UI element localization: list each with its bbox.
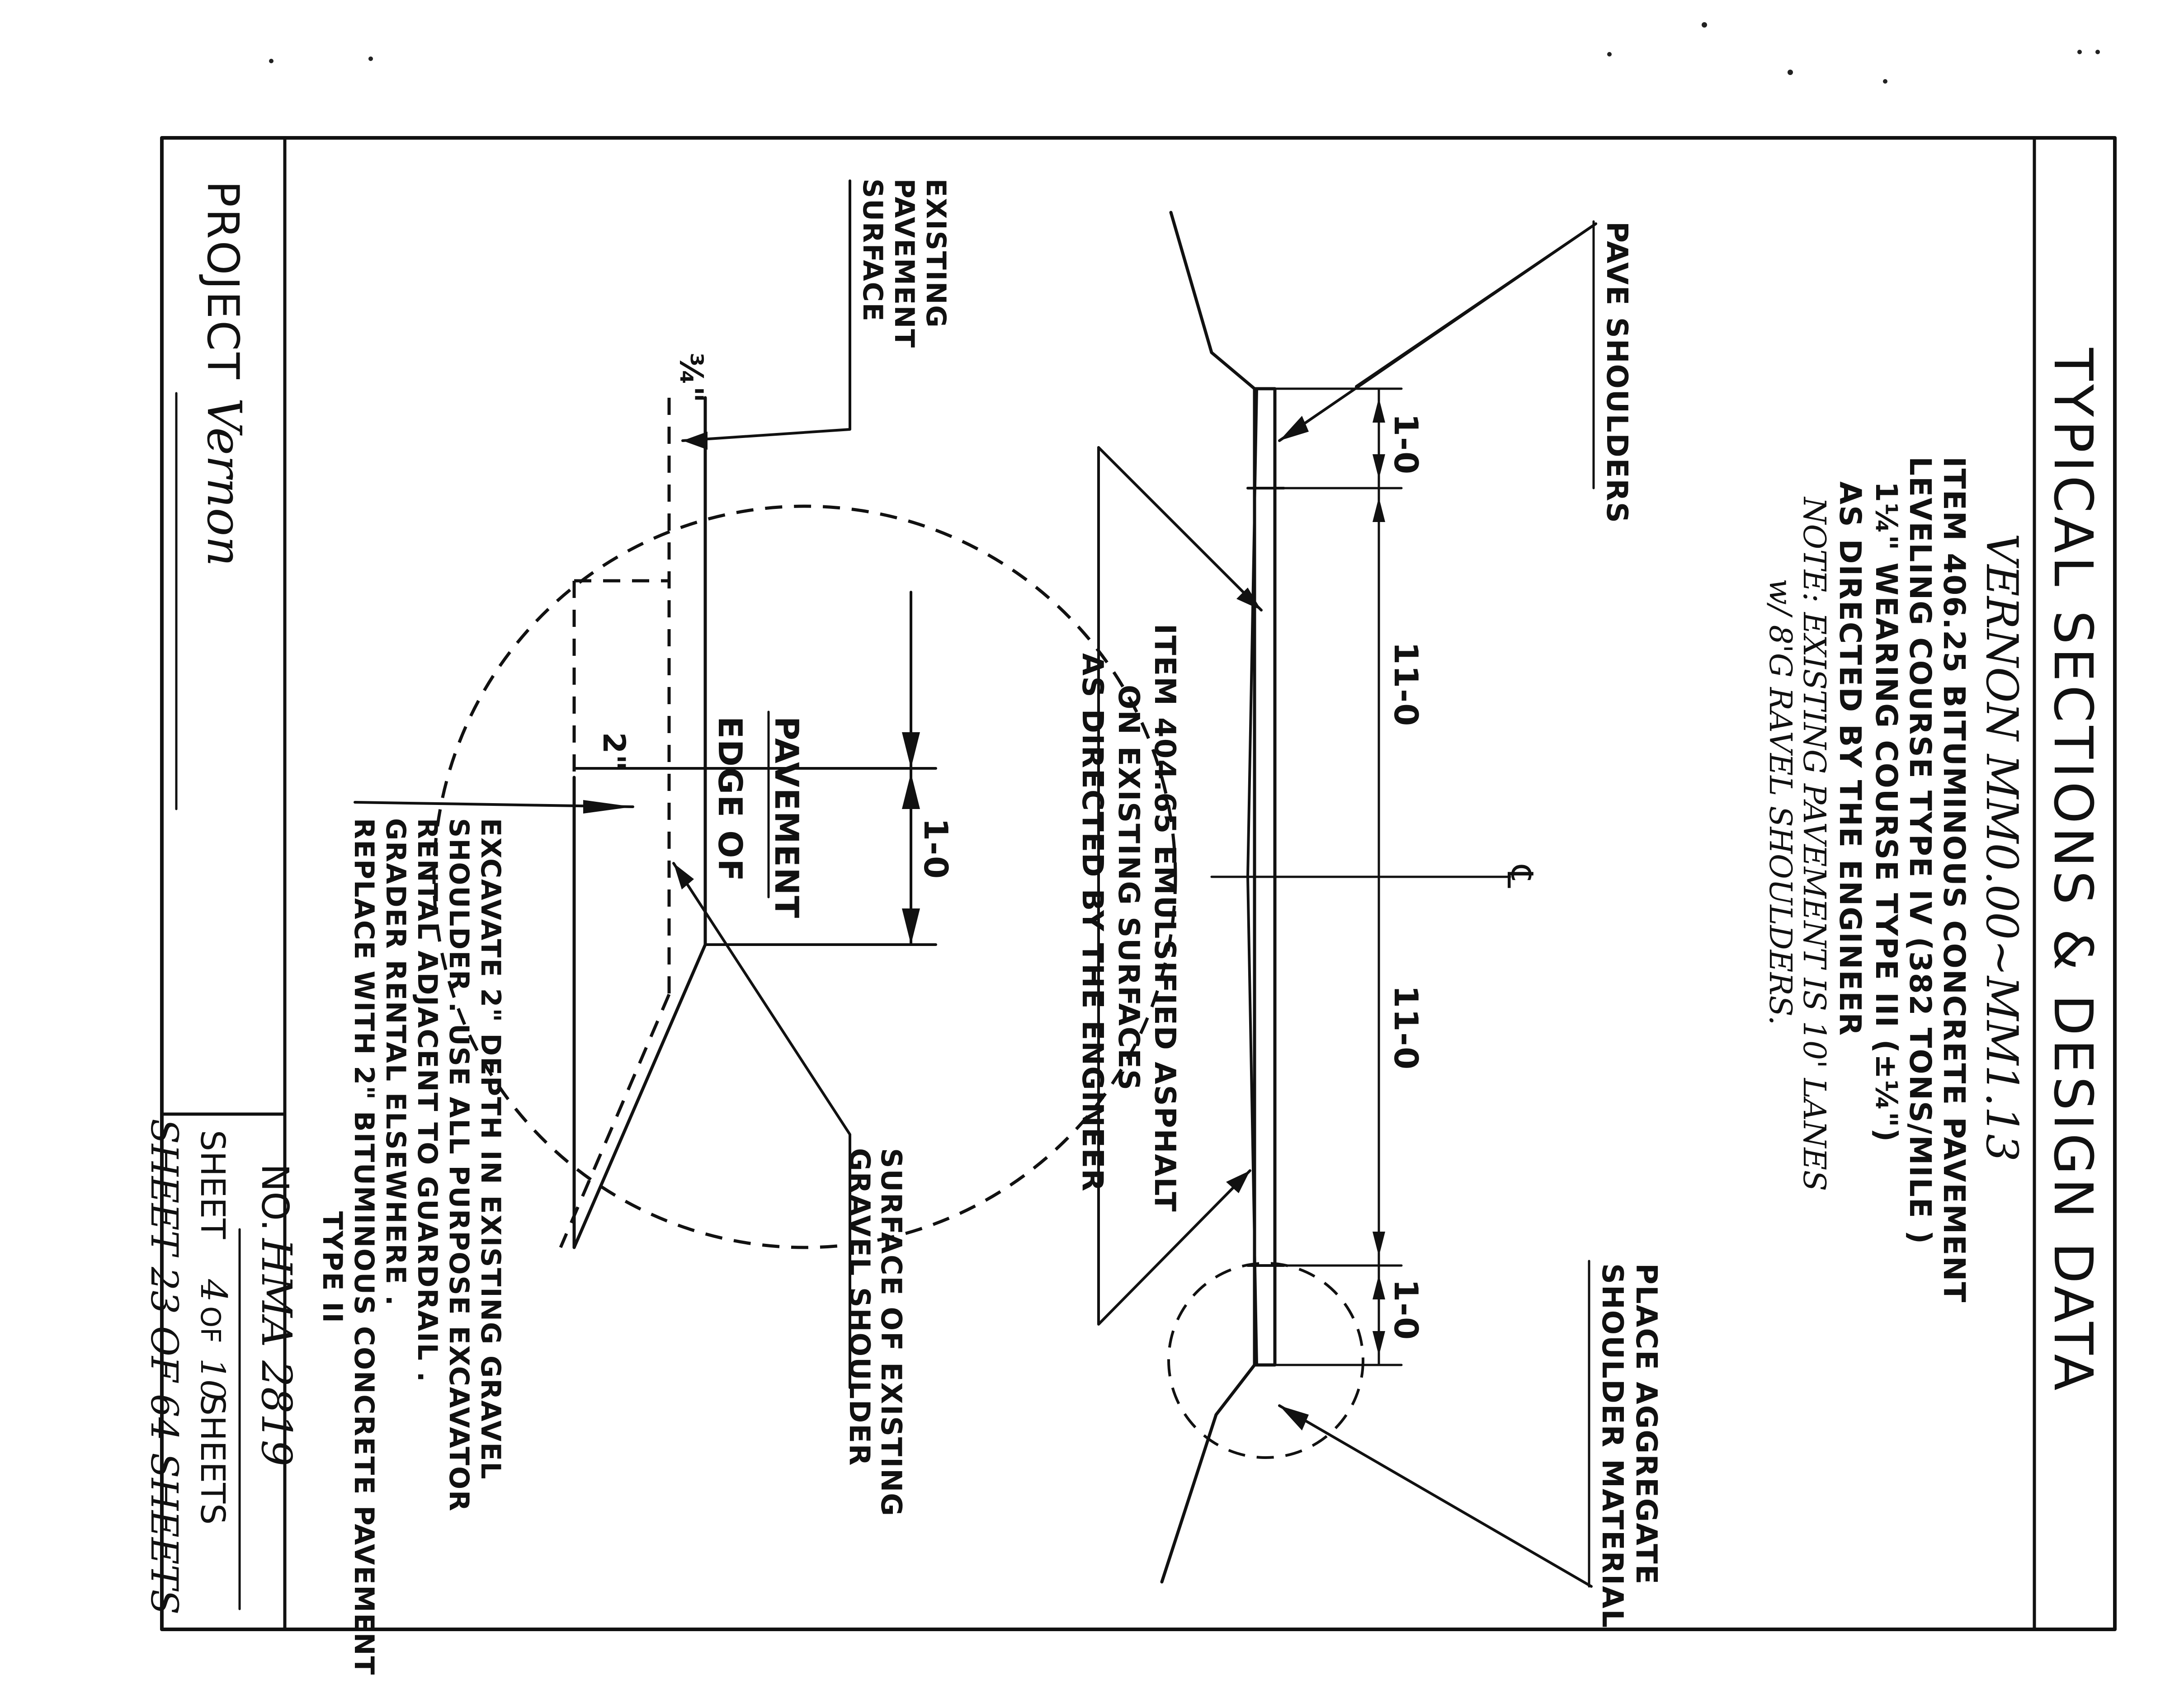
excavate-line-6: TYPE II xyxy=(316,1211,348,1324)
location-line: VERNON MM0.00~MM1.13 xyxy=(1977,533,2027,1162)
note-line-6: w/ 8'G RAVEL SHOULDERS. xyxy=(1762,579,1798,1025)
sheet-title: TYPICAL SECTIONS & DESIGN DATA xyxy=(2042,348,2104,1394)
note-line-4: AS DIRECTED BY THE ENGINEER xyxy=(1833,481,1868,1036)
label-place-aggregate-1: PLACE AGGREGATE xyxy=(1629,1263,1663,1585)
project-name: Vernon xyxy=(197,398,252,566)
label-gravel-2: GRAVEL SHOULDER xyxy=(843,1148,876,1467)
dim-shoulder-left: 1-0 xyxy=(1387,414,1425,475)
centerline-symbol: ℄ xyxy=(1499,865,1540,888)
excavate-line-1: EXCAVATE 2" DEPTH IN EXISTING GRAVEL xyxy=(475,818,506,1480)
label-emulsified-1: ITEM 404.65 EMULSIFIED ASPHALT xyxy=(1148,624,1181,1213)
excavate-line-3: RENTAL ADJACENT TO GUARDRAIL . xyxy=(411,818,443,1383)
dim-lane-left: 11-0 xyxy=(1387,642,1425,727)
note-line-2: LEVELING COURSE TYPE IV (382 TONS/MILE ) xyxy=(1903,456,1938,1245)
label-existing-3: SURFACE xyxy=(857,179,888,322)
sheet-suffix: SHEETS xyxy=(193,1394,232,1524)
dim-detail-width: 1-0 xyxy=(917,818,955,880)
dim-lane-right: 11-0 xyxy=(1387,985,1425,1070)
sheet-prefix: SHEET xyxy=(193,1130,232,1239)
excavate-line-5: REPLACE WITH 2" BITUMINOUS CONCRETE PAVE… xyxy=(348,818,380,1675)
overall-sheet-count: SHEET 23 OF 64 SHEETS xyxy=(142,1119,185,1614)
label-edge-pavement: PAVEMENT xyxy=(768,716,806,919)
dim-depth: 2" xyxy=(596,732,632,772)
excavate-line-4: GRADER RENTAL ELSEWHERE . xyxy=(380,818,411,1307)
title-block: PROJECT Vernon NO. HMA 2819 SHEET 4 OF 1… xyxy=(142,181,301,1614)
label-place-aggregate-2: SHOULDER MATERIAL xyxy=(1595,1263,1629,1628)
dim-overlay: ¾" xyxy=(673,353,710,404)
label-emulsified-3: AS DIRECTED BY THE ENGINEER xyxy=(1076,653,1109,1192)
design-notes: VERNON MM0.00~MM1.13 ITEM 406.25 BITUMIN… xyxy=(1762,456,2027,1303)
label-emulsified-2: ON EXISTING SURFACES xyxy=(1112,685,1145,1091)
label-existing-1: EXISTING xyxy=(920,179,952,329)
title-band: TYPICAL SECTIONS & DESIGN DATA xyxy=(2042,348,2104,1394)
note-line-1: ITEM 406.25 BITUMINOUS CONCRETE PAVEMENT xyxy=(1937,456,1972,1303)
sheet-of: OF xyxy=(194,1306,226,1343)
label-existing-2: PAVEMENT xyxy=(888,179,920,348)
sheet-number: 4 xyxy=(193,1279,235,1302)
typical-cross-section: 1-0 11-0 11-0 1-0 ℄ xyxy=(1160,211,1540,1584)
note-line-3: 1¼" WEARING COURSE TYPE III (±¼") xyxy=(1869,481,1904,1143)
dim-shoulder-right: 1-0 xyxy=(1387,1279,1425,1341)
scan-specks xyxy=(269,22,2100,84)
note-line-5: NOTE: EXISTING PAVEMENT IS 10' LANES xyxy=(1796,496,1832,1191)
edge-detail: 2" 1-0 EDGE OF PAVEMENT ¾" EXISTING PAVE… xyxy=(316,179,1177,1675)
section-labels: PAVE SHOULDERS PLACE AGGREGATE SHOULDER … xyxy=(1076,220,1663,1628)
label-gravel-1: SURFACE OF EXISTING xyxy=(875,1148,908,1517)
excavate-line-2: SHOULDER . USE ALL PURPOSE EXCAVATOR xyxy=(443,818,475,1512)
label-pave-shoulders: PAVE SHOULDERS xyxy=(1600,221,1633,524)
label-edge-of: EDGE OF xyxy=(711,716,749,882)
project-label: PROJECT xyxy=(198,181,248,381)
sheet-border xyxy=(160,136,2117,1631)
drawing-no-label: NO. xyxy=(253,1164,296,1231)
drawing-no-value: HMA 2819 xyxy=(252,1237,301,1466)
sheet-total: 10 xyxy=(193,1358,232,1401)
